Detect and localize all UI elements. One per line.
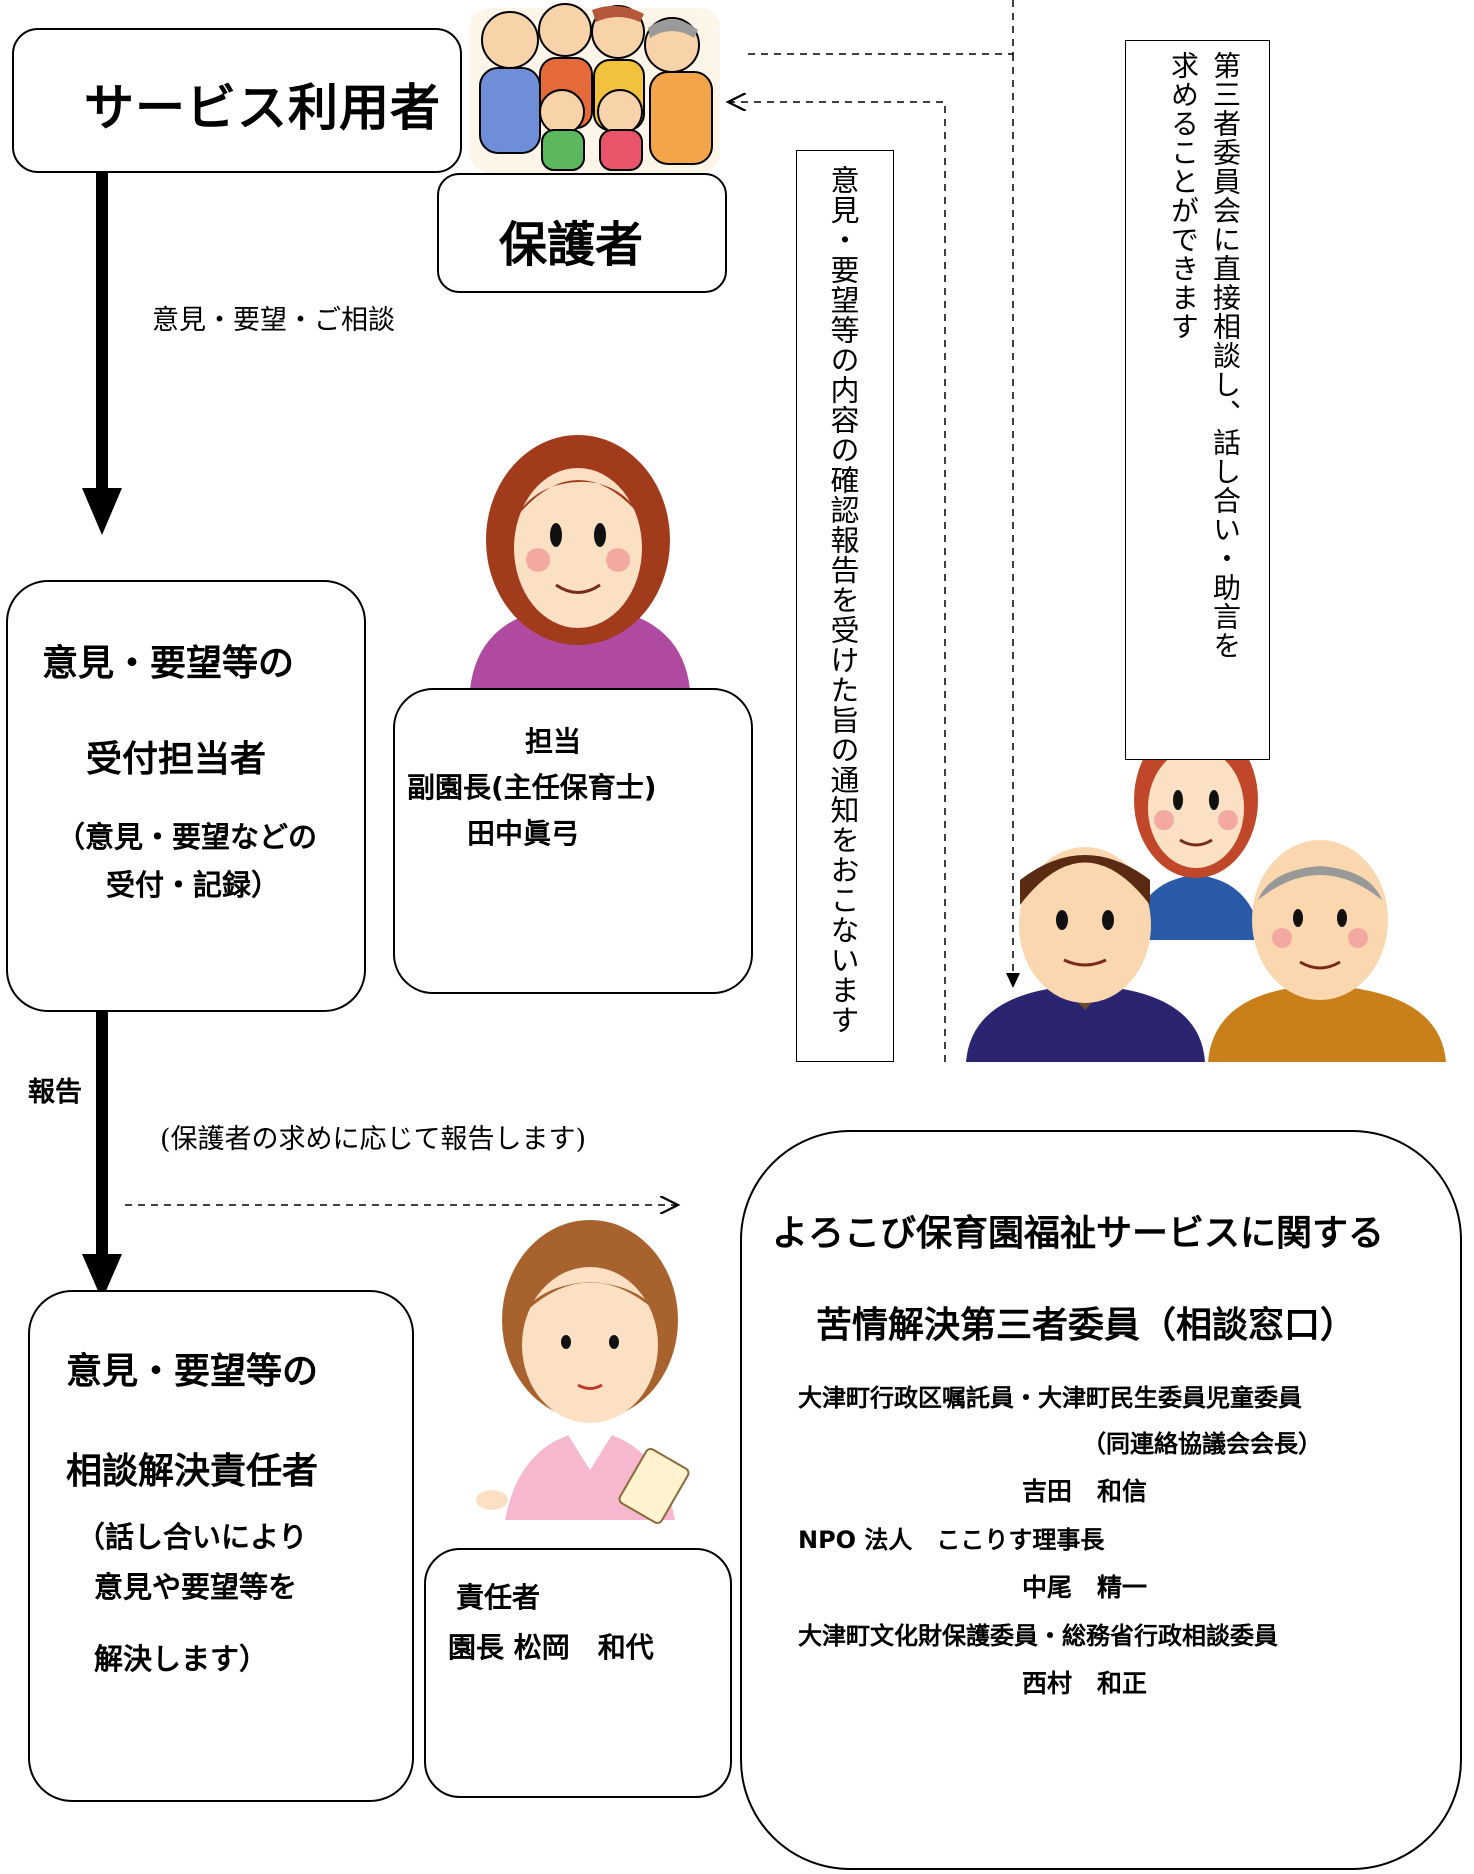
receiver-line2: 受付担当者 — [86, 739, 267, 780]
resolver-line1: 意見・要望等の — [66, 1351, 319, 1392]
committee-title2: 苦情解決第三者委員（相談窓口） — [816, 1305, 1357, 1346]
resolver-person-line2: 園長 松岡 和代 — [448, 1631, 654, 1664]
label-report-on-request: (保護者の求めに応じて報告します) — [160, 1124, 587, 1155]
resolver-person-box: 責任者 園長 松岡 和代 — [424, 1548, 732, 1798]
guardian-title: 保護者 — [499, 217, 644, 273]
third-party-vertical-line2: 求めることができます — [1167, 51, 1200, 341]
committee-title1: よろこび保育園福祉サービスに関する — [772, 1213, 1385, 1254]
label-opinion-request: 意見・要望・ご相談 — [152, 305, 395, 336]
main-arrow-2 — [82, 1012, 122, 1300]
committee-member1-role: 大津町行政区嘱託員・大津町民生委員児童委員 — [798, 1384, 1302, 1412]
receiver-person-line3: 田中眞弓 — [467, 817, 580, 850]
director-woman-illustration — [476, 1220, 690, 1525]
resolver-line4: 意見や要望等を — [94, 1570, 298, 1604]
third-party-vertical-box: 第三者委員会に直接相談し、話し合い・助言を 求めることができます — [1125, 40, 1270, 760]
receiver-box: 意見・要望等の 受付担当者 （意見・要望などの 受付・記録） — [6, 580, 366, 1012]
committee-member3-name: 西村 和正 — [1022, 1669, 1148, 1698]
committee-member1-role2: （同連絡協議会会長） — [1082, 1430, 1322, 1458]
service-user-box: サービス利用者 — [12, 28, 462, 173]
resolver-person-line1: 責任者 — [456, 1581, 541, 1614]
committee-people-illustration — [966, 722, 1446, 1062]
committee-box: よろこび保育園福祉サービスに関する 苦情解決第三者委員（相談窓口） 大津町行政区… — [740, 1130, 1462, 1870]
staff-woman-illustration — [470, 435, 690, 690]
receiver-person-box: 担当 副園長(主任保育士) 田中眞弓 — [393, 688, 753, 994]
receiver-person-line2: 副園長(主任保育士) — [407, 771, 657, 804]
main-arrow-1 — [82, 170, 122, 535]
notice-vertical-box: 意見・要望等の内容の確認報告を受けた旨の通知をおこないます — [796, 150, 894, 1062]
family-illustration — [470, 3, 720, 173]
receiver-line3: （意見・要望などの — [56, 820, 318, 854]
third-party-vertical-line1: 第三者委員会に直接相談し、話し合い・助言を — [1209, 51, 1242, 660]
label-report: 報告 — [28, 1077, 82, 1108]
dashed-line-committee-to-user — [748, 0, 1014, 55]
dashed-arrowhead-committee — [1006, 973, 1020, 988]
guardian-box: 保護者 — [437, 173, 727, 293]
notice-vertical-text: 意見・要望等の内容の確認報告を受けた旨の通知をおこないます — [826, 165, 860, 1035]
resolver-line5: 解決します） — [94, 1642, 269, 1676]
committee-member2-name: 中尾 精一 — [1022, 1573, 1148, 1602]
committee-member1-name: 吉田 和信 — [1022, 1477, 1148, 1506]
resolver-line2: 相談解決責任者 — [66, 1451, 319, 1492]
committee-member3-role: 大津町文化財保護委員・総務省行政相談委員 — [798, 1622, 1278, 1650]
committee-member2-role: NPO 法人 ここりす理事長 — [798, 1526, 1105, 1554]
resolver-line3: （話し合いにより — [76, 1520, 308, 1554]
receiver-line4: 受付・記録） — [106, 868, 281, 902]
resolver-box: 意見・要望等の 相談解決責任者 （話し合いにより 意見や要望等を 解決します） — [28, 1290, 414, 1802]
receiver-person-line1: 担当 — [525, 725, 582, 758]
service-user-title: サービス利用者 — [84, 79, 441, 137]
receiver-line1: 意見・要望等の — [42, 643, 295, 684]
